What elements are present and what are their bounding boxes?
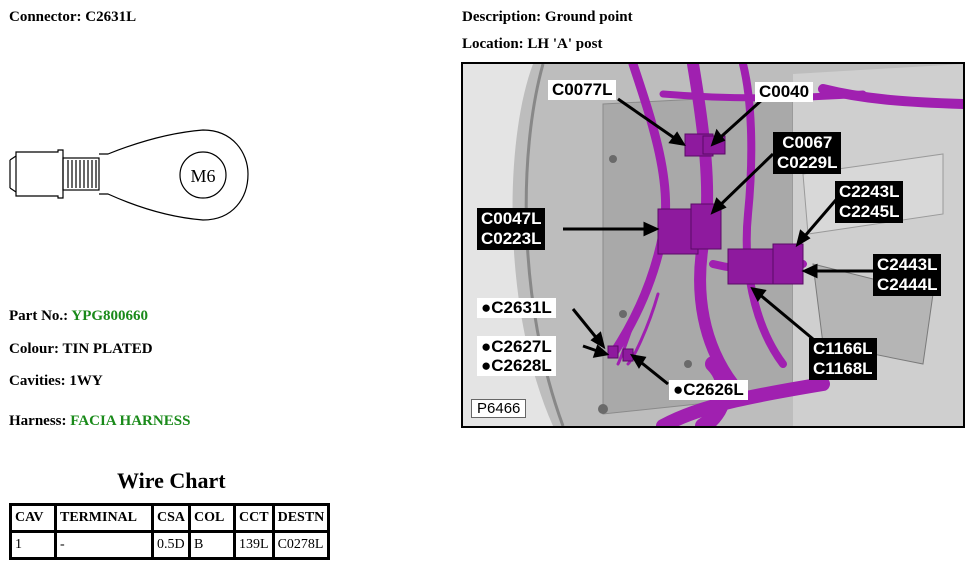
callout-c2628l: C2628L	[491, 356, 552, 375]
callout-c0047l: C0047L	[481, 209, 542, 228]
part-no-label: Part No.:	[9, 308, 69, 324]
photo-reference: P6466	[471, 399, 527, 418]
part-no-link[interactable]: YPG800660	[71, 308, 149, 324]
colour-label: Colour:	[9, 341, 59, 357]
callout-c2627l-c2628l: ●C2627L ●C2628L	[477, 336, 556, 376]
callout-c1168l: C1168L	[813, 359, 873, 378]
table-row: 1 - 0.5D B 139L C0278L	[9, 530, 331, 560]
stud-size-label: M6	[190, 166, 215, 186]
column-header: TERMINAL	[54, 503, 154, 533]
callout-c2443l: C2443L	[877, 255, 938, 274]
ring-terminal-drawing: M6	[9, 129, 249, 221]
callout-c2243l: C2243L	[839, 182, 900, 201]
table-cell: 1	[9, 530, 57, 560]
table-cell: C0278L	[271, 530, 331, 560]
column-header: CAV	[9, 503, 57, 533]
callout-c2627l: C2627L	[491, 337, 552, 356]
callout-c2626l: ●C2626L	[669, 380, 748, 400]
colour-value: TIN PLATED	[62, 341, 153, 357]
column-header: CSA	[150, 503, 192, 533]
location-value: LH 'A' post	[527, 36, 603, 52]
wire-chart-title: Wire Chart	[117, 468, 226, 493]
cavities-line: Cavities: 1WY	[9, 373, 103, 390]
connector-value: C2631L	[85, 9, 137, 25]
bullet-icon: ●	[481, 298, 492, 317]
location-line: Location: LH 'A' post	[462, 36, 602, 53]
callout-c0223l: C0223L	[481, 229, 542, 248]
callout-c2444l: C2444L	[877, 275, 938, 294]
callout-c0040: C0040	[755, 82, 814, 102]
column-header: COL	[188, 503, 237, 533]
part-no-line: Part No.: YPG800660	[9, 308, 148, 325]
colour-line: Colour: TIN PLATED	[9, 341, 153, 358]
harness-link[interactable]: FACIA HARNESS	[70, 413, 191, 429]
callout-c0067-c0229l: C0067 C0229L	[773, 132, 842, 174]
table-cell: 0.5D	[150, 530, 192, 560]
harness-label: Harness:	[9, 413, 67, 429]
bullet-icon: ●	[481, 337, 492, 356]
callout-c2631l-text: C2631L	[491, 298, 552, 317]
cavities-label: Cavities:	[9, 373, 66, 389]
callout-c2626l-text: C2626L	[683, 380, 744, 399]
callout-c0067: C0067	[782, 133, 833, 152]
table-header-row: CAV TERMINAL CSA COL CCT DESTN	[9, 503, 331, 533]
callout-c0077l: C0077L	[548, 80, 617, 100]
column-header: CCT	[233, 503, 275, 533]
callout-c2631l: ●C2631L	[477, 298, 556, 318]
harness-line: Harness: FACIA HARNESS	[9, 413, 190, 430]
table-cell: -	[54, 530, 154, 560]
connector-label: Connector:	[9, 9, 82, 25]
callout-c0229l: C0229L	[777, 153, 838, 172]
wire-chart-table: CAV TERMINAL CSA COL CCT DESTN 1 - 0.5D …	[9, 503, 331, 560]
location-label: Location:	[462, 36, 524, 52]
table-cell: B	[188, 530, 237, 560]
description-label: Description:	[462, 9, 542, 25]
location-photo: C0077L C0040 C0067 C0229L C2243L C2245L …	[461, 62, 965, 428]
bullet-icon: ●	[673, 380, 684, 399]
description-line: Description: Ground point	[462, 9, 633, 26]
cavities-value: 1WY	[69, 373, 103, 389]
bullet-icon: ●	[481, 356, 492, 375]
table-cell: 139L	[233, 530, 275, 560]
callout-c2443l-c2444l: C2443L C2444L	[873, 254, 942, 296]
description-value: Ground point	[544, 9, 633, 25]
column-header: DESTN	[271, 503, 331, 533]
callout-c1166l-c1168l: C1166L C1168L	[809, 338, 877, 380]
connector-line: Connector: C2631L	[9, 9, 136, 26]
callout-c2243l-c2245l: C2243L C2245L	[835, 181, 904, 223]
callout-c1166l: C1166L	[813, 339, 873, 358]
callout-c0047l-c0223l: C0047L C0223L	[477, 208, 546, 250]
callout-c2245l: C2245L	[839, 202, 900, 221]
